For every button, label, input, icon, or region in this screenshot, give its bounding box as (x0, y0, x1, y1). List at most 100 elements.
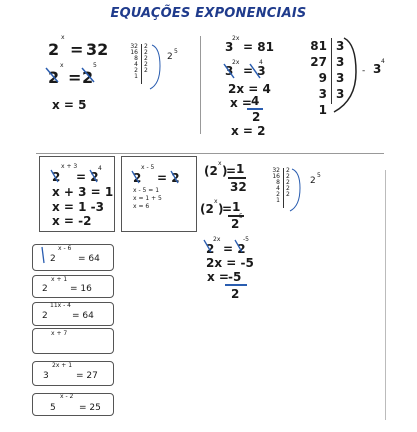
ex2-factor-nums: 81 27 9 3 1 (309, 38, 327, 118)
ex1-exp: x (61, 34, 65, 41)
ex4-base: 2 (133, 171, 142, 185)
factor-div: 2 (144, 61, 148, 68)
ex3-rhs-exp: 4 (98, 165, 102, 172)
ex2-l5: x = 2 (231, 124, 266, 138)
factor-num: 1 (134, 73, 138, 80)
fraction-bar (247, 108, 263, 110)
factor-divider (331, 38, 332, 104)
ex2-l2-rhs-exp: 4 (259, 59, 263, 66)
exercise-5-exp: 2x + 1 (52, 362, 73, 369)
ex3-s3: x = -2 (52, 214, 92, 228)
factor-num: 32 (130, 43, 138, 50)
ex5-e-lhs: x = (207, 270, 229, 284)
ex5-b-num: 1 (232, 200, 241, 214)
exercise-6-exp: x - 2 (60, 393, 74, 400)
page-title: EQUAÇÕES EXPONENCIAIS (110, 6, 307, 21)
ex1-result: x = 5 (52, 98, 87, 112)
fraction-bar (228, 177, 246, 179)
exercise-3-exp: 11x - 4 (50, 302, 71, 309)
exercise-5-base: 3 (43, 371, 49, 381)
exercise-2-base: 2 (42, 284, 48, 294)
factor-div: 2 (286, 167, 290, 174)
exercise-box (32, 244, 114, 271)
ex1-factor-divs: 2 2 2 2 2 (144, 44, 148, 74)
fraction-bar (225, 284, 247, 286)
factor-div: 3 (336, 71, 345, 85)
ex5-b-exp: x (214, 198, 218, 205)
ex5-e-num: -5 (228, 270, 242, 284)
ex5-a-den: 32 (230, 180, 247, 194)
ex5-a-close: ) (222, 164, 228, 178)
ex5-b-den-exp: 5 (239, 213, 243, 220)
exercise-1-rhs: = 64 (78, 254, 100, 264)
factor-div: 2 (144, 43, 148, 50)
cancel-marks-icon (45, 67, 95, 83)
cancel-marks-icon (131, 170, 179, 184)
ex5-factor-result-exp: 5 (317, 172, 321, 179)
example-3-box (39, 156, 115, 232)
ex5-factor-nums: 32 16 8 4 2 1 (268, 168, 280, 204)
factor-div: 2 (286, 173, 290, 180)
factor-div: 2 (144, 49, 148, 56)
factor-div: 2 (144, 67, 148, 74)
ex4-exp: x - 5 (141, 164, 155, 171)
ex2-l2-exp: 2x (232, 59, 240, 66)
factor-num: 16 (272, 173, 280, 180)
exercise-6-rhs: = 25 (79, 403, 101, 413)
ex1-base: 2 (48, 40, 60, 59)
fraction-bar (228, 215, 244, 217)
ex5-b-close: ) (218, 202, 224, 216)
ex5-b-eq: = (222, 202, 233, 216)
exercise-box (32, 302, 114, 326)
cancel-marks-icon (50, 169, 98, 183)
exercise-4-exp: x + 7 (51, 330, 68, 337)
exercise-box (32, 393, 114, 416)
ex5-c-rhs-exp: -5 (243, 236, 249, 243)
exercise-box (32, 275, 114, 298)
ex1-step2-rhs-exp: 5 (93, 62, 97, 69)
factor-num: 4 (134, 61, 138, 68)
ex2-l1-exp: 2x (232, 35, 240, 42)
factor-divider (141, 44, 142, 84)
exercise-3-rhs: = 64 (72, 311, 94, 321)
ex2-l1: 3 (225, 40, 234, 54)
ex4-s1: x - 5 = 1 (133, 187, 160, 194)
section-divider (36, 153, 384, 154)
exercise-3-base: 2 (42, 311, 48, 321)
column-divider (200, 36, 201, 134)
dash: - (362, 66, 366, 76)
factor-num: 16 (130, 49, 138, 56)
ex2-factor-result: 3 (373, 62, 382, 76)
ex2-factor-divs: 3 3 3 3 (336, 38, 344, 102)
factor-divider (283, 168, 284, 208)
cancel-marks-icon (223, 63, 261, 79)
example-4-box (121, 156, 197, 232)
ex1-rhs: 32 (86, 40, 109, 59)
ex2-l3: 2x = 4 (228, 82, 271, 96)
ex1-factor-nums: 32 16 8 4 2 1 (126, 44, 138, 80)
ex2-factor-result-exp: 4 (381, 58, 385, 65)
factor-num: 1 (276, 197, 280, 204)
ex1-step2-exp: x (60, 62, 64, 69)
factor-num: 3 (318, 87, 327, 101)
ex5-a-eq: = (226, 164, 237, 178)
ex5-b-den: 2 (231, 217, 240, 231)
ex3-exp: x + 3 (61, 163, 78, 170)
factor-div: 2 (286, 185, 290, 192)
exercise-5-rhs: = 27 (76, 371, 98, 381)
factor-num: 81 (310, 39, 327, 53)
bracket-icon (289, 168, 301, 212)
ex2-l4-den: 2 (252, 110, 261, 124)
factor-num: 8 (276, 179, 280, 186)
ex5-factor-result: 2 (310, 176, 316, 186)
factor-num: 4 (276, 185, 280, 192)
ex4-s3: x = 6 (133, 203, 150, 210)
ex3-base: 2 (52, 170, 61, 184)
factor-div: 3 (336, 87, 345, 101)
ex3-s2: x = 1 -3 (52, 200, 105, 214)
exercise-box (32, 361, 114, 386)
ex4-s2: x = 1 + 5 (133, 195, 162, 202)
ex5-a-num: 1 (236, 162, 245, 176)
ex5-c-rhs: = 2 (223, 242, 246, 256)
ex3-rhs: = 2 (76, 170, 99, 184)
